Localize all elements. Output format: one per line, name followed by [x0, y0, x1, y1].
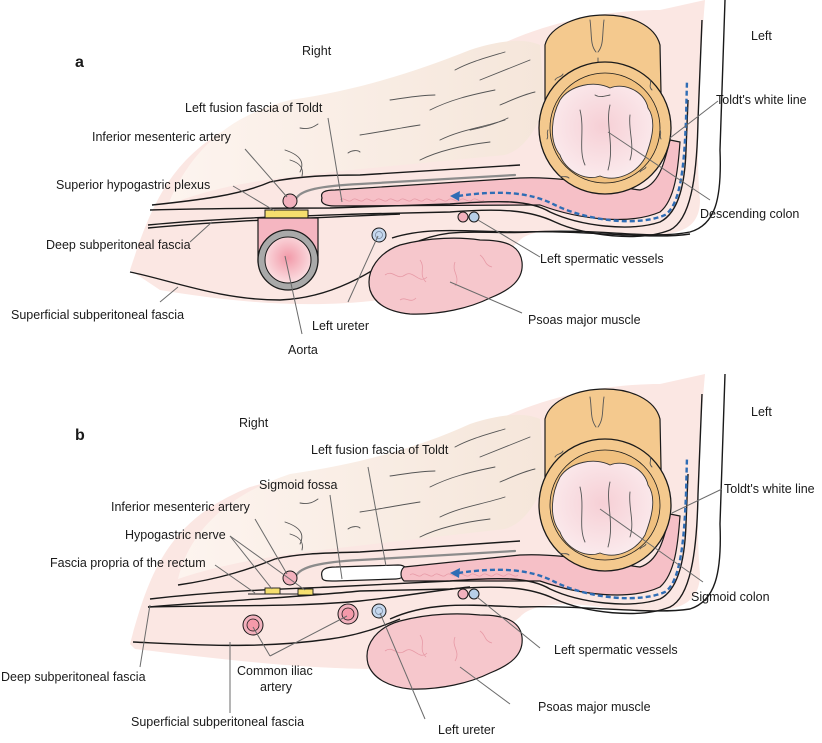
- label-superficial-subperitoneal-fascia-a: Superficial subperitoneal fascia: [11, 308, 184, 322]
- aorta: [257, 217, 319, 291]
- common-iliac-artery-right: [242, 614, 264, 636]
- left-spermatic-artery-b: [457, 588, 469, 600]
- panel-letter-b: b: [75, 427, 85, 444]
- label-common-iliac-artery-line2: artery: [260, 680, 293, 694]
- label-deep-subperitoneal-fascia-b: Deep subperitoneal fascia: [1, 670, 146, 684]
- posterior-boundary: [391, 229, 691, 239]
- panel-a: a Right Left Left fusion fascia of Toldt…: [11, 0, 807, 357]
- fusion-fascia-texture-b: [409, 573, 519, 577]
- label-inferior-mesenteric-artery-a: Inferior mesenteric artery: [92, 130, 232, 144]
- label-left-ureter-b: Left ureter: [438, 723, 495, 737]
- dissection-path-arrow-b: [457, 456, 689, 600]
- label-fascia-propria-rectum: Fascia propria of the rectum: [50, 556, 206, 570]
- label-hypogastric-nerve: Hypogastric nerve: [125, 528, 226, 542]
- label-left-spermatic-vessels-a: Left spermatic vessels: [540, 252, 664, 266]
- left-spermatic-vein-b: [468, 588, 480, 600]
- panel-b: b Right Left Left fusion fascia of Toldt…: [1, 373, 815, 737]
- inferior-mesenteric-artery: [282, 193, 298, 209]
- side-label-left-b: Left: [751, 405, 772, 419]
- left-ureter: [371, 227, 387, 243]
- label-toldts-white-line-b: Toldt's white line: [724, 482, 815, 496]
- label-common-iliac-artery-line1: Common iliac: [237, 664, 313, 678]
- dissection-path-arrow: [457, 79, 689, 223]
- label-left-ureter-a: Left ureter: [312, 319, 369, 333]
- hypogastric-nerve-left: [297, 588, 314, 596]
- leader-lines-a: [159, 100, 719, 335]
- label-left-fusion-fascia-a: Left fusion fascia of Toldt: [185, 101, 323, 115]
- mesenteric-vessel-line-b: [294, 549, 517, 578]
- side-label-left-a: Left: [751, 29, 772, 43]
- label-left-fusion-fascia-b: Left fusion fascia of Toldt: [311, 443, 449, 457]
- fascia-plane-1: [149, 99, 689, 228]
- sigmoid-colon: [538, 388, 672, 572]
- label-aorta-a: Aorta: [288, 343, 318, 357]
- leader-lines-b: [139, 466, 723, 720]
- common-iliac-artery-left: [337, 603, 359, 625]
- fusion-fascia-layer: [320, 139, 681, 221]
- panel-letter-a: a: [75, 54, 84, 71]
- posterior-boundary-b: [389, 373, 726, 620]
- descending-colon: [538, 14, 672, 195]
- superficial-subperitoneal-fascia-b: [132, 618, 401, 647]
- sigmoid-fossa: [321, 564, 408, 582]
- label-superficial-subperitoneal-fascia-b: Superficial subperitoneal fascia: [131, 715, 304, 729]
- superior-hypogastric-plexus: [264, 209, 309, 219]
- fusion-fascia-texture: [339, 198, 485, 202]
- label-psoas-major-muscle-a: Psoas major muscle: [528, 313, 641, 327]
- mesentery-texture-b: [284, 428, 536, 551]
- hypogastric-nerve-right: [264, 587, 281, 595]
- psoas-major-muscle: [368, 237, 523, 315]
- mesenteric-vessel-line: [294, 173, 517, 201]
- label-sigmoid-fossa: Sigmoid fossa: [259, 478, 338, 492]
- label-superior-hypogastric-plexus-a: Superior hypogastric plexus: [56, 178, 210, 192]
- left-spermatic-vein: [468, 211, 480, 223]
- left-spermatic-artery: [457, 211, 469, 223]
- label-deep-subperitoneal-fascia-a: Deep subperitoneal fascia: [46, 238, 191, 252]
- label-descending-colon: Descending colon: [700, 207, 799, 221]
- left-ureter-b: [371, 603, 387, 619]
- fascia-plane-2-b: [147, 393, 703, 615]
- mesocolon-b: [178, 414, 545, 579]
- psoas-major-muscle-b: [366, 613, 523, 690]
- fascia-plane-1-b: [149, 473, 689, 605]
- peritoneum-line-b: [177, 540, 521, 586]
- mesocolon: [168, 40, 545, 205]
- superficial-subperitoneal-fascia: [129, 0, 726, 301]
- side-label-right-a: Right: [302, 44, 332, 58]
- mesentery-texture: [284, 51, 536, 177]
- label-sigmoid-colon: Sigmoid colon: [691, 590, 770, 604]
- deep-subperitoneal-fascia-b: [147, 586, 471, 608]
- label-inferior-mesenteric-artery-b: Inferior mesenteric artery: [111, 500, 251, 514]
- arrow-head-icon-b: [450, 568, 460, 578]
- label-toldts-white-line-a: Toldt's white line: [716, 93, 807, 107]
- arrow-head-icon: [450, 191, 460, 201]
- label-left-spermatic-vessels-b: Left spermatic vessels: [554, 643, 678, 657]
- label-psoas-major-muscle-b: Psoas major muscle: [538, 700, 651, 714]
- side-label-right-b: Right: [239, 416, 269, 430]
